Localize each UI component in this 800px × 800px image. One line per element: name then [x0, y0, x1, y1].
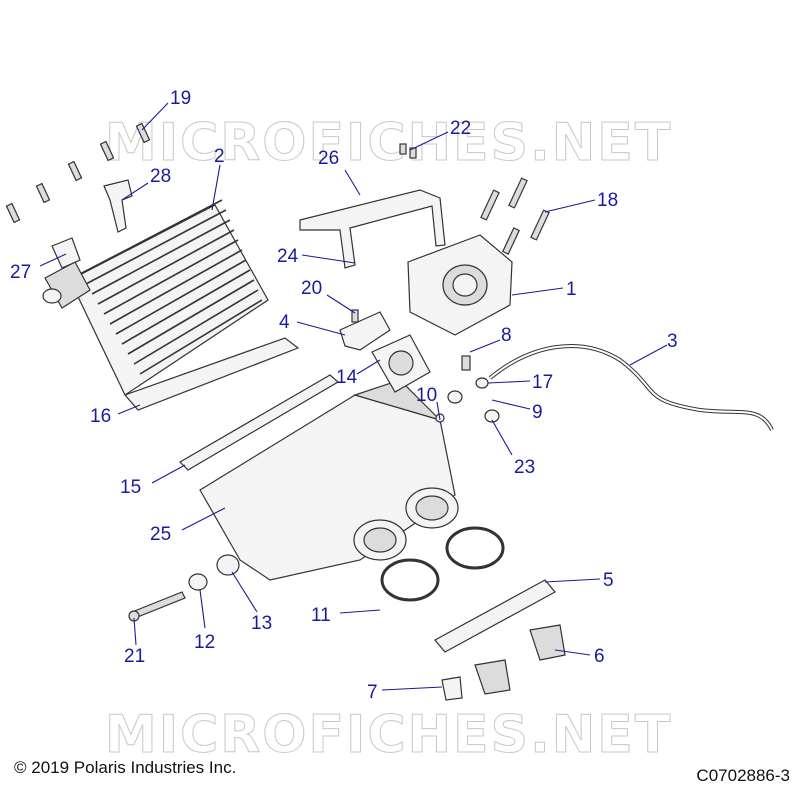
clip-7 — [441, 676, 463, 701]
callout-8: 8 — [501, 325, 512, 346]
callout-12: 12 — [194, 632, 215, 653]
callout-11: 11 — [311, 605, 331, 626]
bracket-28 — [103, 179, 133, 233]
callout-26: 26 — [318, 148, 339, 169]
callout-15: 15 — [120, 477, 141, 498]
figure-code: C0702886-3 — [696, 766, 790, 785]
callout-19: 19 — [170, 88, 191, 109]
intake-manifold — [199, 379, 459, 581]
injectors — [474, 624, 566, 695]
leader-lines — [39, 102, 668, 691]
copyright-text: © 2019 Polaris Industries Inc. — [14, 758, 237, 777]
callout-27: 27 — [10, 262, 31, 283]
callout-25: 25 — [150, 524, 171, 545]
gasket-14 — [371, 334, 431, 393]
callout-20: 20 — [301, 278, 322, 299]
callout-28: 28 — [150, 166, 171, 187]
callout-23: 23 — [514, 457, 535, 478]
callout-21: 21 — [124, 646, 145, 667]
callout-4: 4 — [279, 312, 290, 333]
callout-1: 1 — [566, 279, 577, 300]
watermark-top: MICROFICHES.NET — [105, 113, 672, 173]
callout-3: 3 — [667, 331, 678, 352]
callout-10: 10 — [416, 385, 437, 406]
bolt-21-spacers — [128, 554, 240, 622]
callout-22: 22 — [450, 118, 471, 139]
clamps — [380, 526, 505, 602]
intercooler — [42, 199, 300, 411]
callout-6: 6 — [594, 646, 605, 667]
sensor-4 — [339, 311, 391, 351]
callout-18: 18 — [597, 190, 618, 211]
callout-7: 7 — [367, 682, 378, 703]
watermark-bottom: MICROFICHES.NET — [105, 705, 672, 765]
callout-17: 17 — [532, 372, 553, 393]
bracket-24 — [299, 189, 446, 269]
callout-16: 16 — [90, 406, 111, 427]
callout-13: 13 — [251, 613, 272, 634]
callouts: 1 2 3 4 5 6 7 8 9 10 11 12 13 14 15 16 1… — [10, 88, 678, 703]
small-parts — [351, 143, 550, 423]
fuel-rail — [434, 579, 556, 653]
bracket-27 — [51, 237, 81, 269]
bolts-19 — [5, 122, 151, 224]
callout-5: 5 — [603, 570, 614, 591]
callout-9: 9 — [532, 402, 543, 423]
throttle-body — [407, 234, 513, 336]
callout-2: 2 — [214, 146, 225, 167]
callout-24: 24 — [277, 246, 299, 267]
callout-14: 14 — [336, 367, 358, 388]
gasket-15 — [179, 374, 340, 471]
